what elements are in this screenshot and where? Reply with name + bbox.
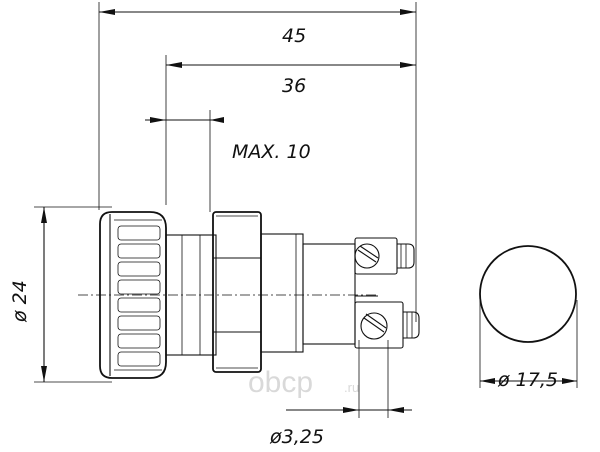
dimension-45-label: 45 — [282, 25, 306, 47]
dimension-diameter-3-25-label: ø3,25 — [269, 426, 324, 448]
dimension-max10: MAX. 10 — [145, 110, 311, 212]
dimension-45: 45 — [98, 2, 417, 322]
dimension-36-label: 36 — [282, 75, 306, 97]
lower-terminal — [354, 301, 420, 349]
dimension-diameter-24: ø 24 — [9, 206, 112, 383]
watermark: obcp .ru — [248, 366, 359, 399]
hex-nut — [212, 211, 262, 373]
upper-terminal — [354, 237, 415, 275]
dimension-max10-label: MAX. 10 — [232, 141, 311, 163]
watermark-brand: obcp — [248, 366, 313, 399]
knurled-cap — [99, 211, 167, 379]
threaded-sleeve — [165, 234, 217, 356]
dimension-diameter-24-label: ø 24 — [9, 280, 31, 323]
lamp-holder-side-view — [78, 211, 420, 379]
watermark-domain: .ru — [344, 380, 359, 395]
dimension-diameter-3-25: ø3,25 — [269, 340, 412, 448]
mounting-hole-front-view: ø 17,5 — [479, 245, 578, 391]
rear-body — [260, 233, 378, 353]
dimension-diameter-17-5-label: ø 17,5 — [497, 369, 558, 391]
dimension-36: 36 — [165, 55, 416, 205]
